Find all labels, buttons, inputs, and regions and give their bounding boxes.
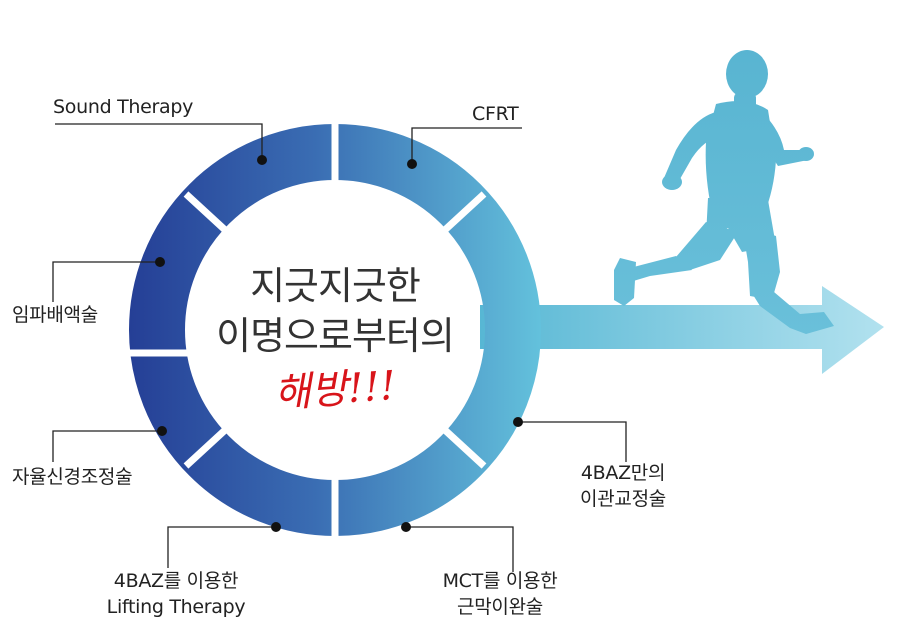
label-autonomic-adjustment: 자율신경조정술 xyxy=(12,466,133,488)
label-baz-correction-line-2: 이관교정술 xyxy=(580,488,666,510)
label-impedance-drainage: 임파배액술 xyxy=(12,304,98,326)
ring-segment-dividers xyxy=(125,120,487,540)
label-baz-correction: 4BAZ만의 이관교정술 xyxy=(548,460,698,512)
label-baz-correction-line-1: 4BAZ만의 xyxy=(580,462,666,484)
label-baz-lifting: 4BAZ를 이용한 Lifting Therapy xyxy=(96,568,256,620)
label-baz-lifting-line-1: 4BAZ를 이용한 xyxy=(113,570,239,592)
center-title-line-2: 이명으로부터의 xyxy=(216,314,455,358)
label-mct-release-line-2: 근막이완술 xyxy=(457,596,543,618)
label-mct-release-line-1: MCT를 이용한 xyxy=(442,570,558,592)
label-baz-lifting-line-2: Lifting Therapy xyxy=(106,596,246,618)
runner-figure-icon xyxy=(614,50,834,334)
label-sound-therapy: Sound Therapy xyxy=(53,96,194,118)
leader-lines xyxy=(52,123,627,572)
leader-dots xyxy=(155,155,523,532)
label-cfrt: CFRT xyxy=(472,103,519,125)
center-title-line-1: 지긋지긋한 xyxy=(250,264,421,308)
treatment-ring xyxy=(125,120,541,540)
label-mct-release: MCT를 이용한 근막이완술 xyxy=(420,568,580,620)
